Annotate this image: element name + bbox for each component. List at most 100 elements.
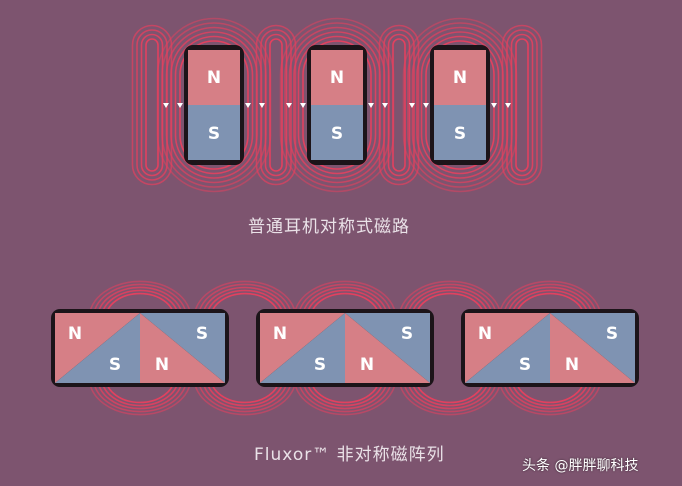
field-line-arch: [206, 289, 284, 319]
north-segment: [550, 313, 635, 383]
vertical-magnet: NS: [430, 45, 490, 165]
south-pole: [188, 105, 240, 160]
north-label: N: [453, 68, 467, 88]
field-line-arch: [293, 377, 397, 416]
south-label: S: [208, 124, 220, 144]
south-segment: [55, 313, 140, 383]
south-pole: [311, 105, 363, 160]
pole-label: N: [565, 355, 579, 375]
field-line-arch: [502, 377, 598, 413]
return-field-line: [269, 38, 283, 172]
pole-label: N: [68, 324, 82, 344]
flux-arrow: [368, 103, 374, 108]
pole-label: S: [196, 324, 208, 344]
field-line-arch: [297, 283, 393, 319]
pole-label: N: [478, 324, 492, 344]
field-line-arch: [193, 280, 297, 319]
south-pole: [434, 105, 486, 160]
field-line: [174, 35, 254, 175]
south-segment: [465, 313, 550, 383]
field-line-arch: [96, 377, 184, 410]
north-pole: [434, 50, 486, 105]
field-line-arch: [511, 289, 589, 319]
field-line-arch: [498, 377, 602, 416]
flux-arrow: [382, 103, 388, 108]
pole-label: N: [155, 355, 169, 375]
field-line-arch: [398, 377, 502, 416]
field-line-arch: [210, 377, 280, 404]
vertical-magnet: NS: [184, 45, 244, 165]
field-line-arch: [406, 286, 494, 319]
field-line-arch: [506, 377, 594, 410]
field-line-arch: [406, 377, 494, 410]
north-segment: [140, 313, 225, 383]
return-field-line: [131, 24, 173, 186]
field-line-arch: [515, 292, 585, 319]
field-line-arch: [411, 377, 489, 407]
return-field-line: [145, 38, 159, 172]
return-field-line: [392, 38, 406, 172]
field-line-arch: [306, 377, 384, 407]
field-line-arch: [105, 292, 175, 319]
field-line-arch: [515, 377, 585, 404]
field-line-arch: [310, 377, 380, 404]
flux-arrow: [259, 103, 265, 108]
return-field-line: [515, 38, 529, 172]
pole-label: S: [314, 355, 326, 375]
watermark-text: 头条 @胖胖聊科技: [522, 458, 639, 474]
flux-arrow: [300, 103, 306, 108]
field-line-arch: [297, 377, 393, 413]
field-line-arch: [506, 286, 594, 319]
field-line-arch: [415, 292, 485, 319]
asymmetric-field-lines: [88, 280, 602, 416]
field-line: [420, 35, 500, 175]
return-field-line: [255, 24, 297, 186]
field-line-arch: [498, 280, 602, 319]
pole-label: N: [360, 355, 374, 375]
flux-arrows: [163, 103, 511, 108]
field-line-arch: [411, 289, 489, 319]
return-field-line: [510, 33, 534, 177]
field-line-arch: [197, 377, 293, 413]
return-field-line: [387, 33, 411, 177]
asymmetric-magnet-array: N S N S N S N S N S N S: [51, 309, 639, 387]
field-line-arch: [210, 292, 280, 319]
north-pole: [188, 50, 240, 105]
north-pole: [311, 50, 363, 105]
field-line-arch: [88, 377, 192, 416]
symmetric-caption: 普通耳机对称式磁路: [248, 217, 410, 237]
flux-arrow: [491, 103, 497, 108]
north-label: N: [330, 68, 344, 88]
pole-label: S: [401, 324, 413, 344]
field-line-arch: [105, 377, 175, 404]
field-line: [297, 35, 377, 175]
field-line-arch: [92, 283, 188, 319]
field-line-arch: [201, 377, 289, 410]
field-line-arch: [96, 286, 184, 319]
return-field-line: [501, 24, 543, 186]
field-line-arch: [301, 286, 389, 319]
horizontal-magnet: N S N S: [51, 309, 229, 387]
pole-label: N: [273, 324, 287, 344]
pole-label: S: [519, 355, 531, 375]
south-label: S: [454, 124, 466, 144]
horizontal-magnet: N S N S: [461, 309, 639, 387]
field-line-arch: [415, 377, 485, 404]
asymmetric-caption: Fluxor™ 非对称磁阵列: [254, 445, 445, 465]
field-line-arch: [92, 377, 188, 413]
field-line-arch: [101, 377, 179, 407]
flux-arrow: [245, 103, 251, 108]
field-line-arch: [502, 283, 598, 319]
pole-label: S: [109, 355, 121, 375]
field-line-arch: [197, 283, 293, 319]
field-line-arch: [193, 377, 297, 416]
pole-label: S: [606, 324, 618, 344]
flux-arrow: [286, 103, 292, 108]
field-line-arch: [398, 280, 502, 319]
field-line-arch: [402, 283, 498, 319]
field-line-arch: [88, 280, 192, 319]
flux-arrow: [163, 103, 169, 108]
north-label: N: [207, 68, 221, 88]
